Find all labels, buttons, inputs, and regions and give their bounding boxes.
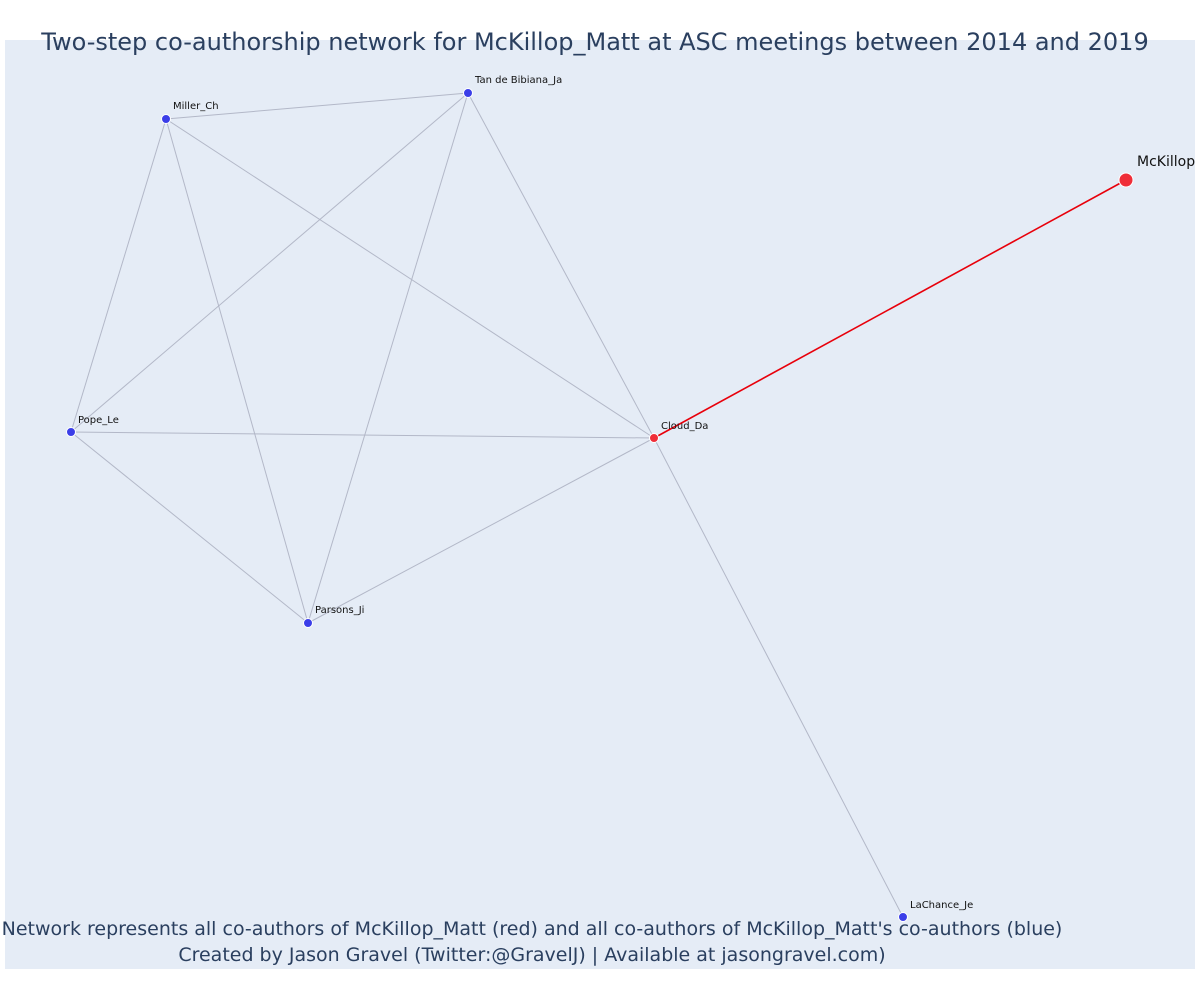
edge-cloud-da-parsons-ji — [307, 437, 655, 624]
node-mckillop-matt[interactable] — [1118, 172, 1134, 188]
edge-cloud-da-miller-ch — [165, 118, 655, 439]
node-label-miller-ch: Miller_Ch — [173, 101, 219, 112]
node-label-parsons-ji: Parsons_Ji — [315, 605, 364, 616]
edge-cloud-da-pope-le — [70, 431, 655, 439]
node-label-cloud-da: Cloud_Da — [661, 421, 708, 432]
caption-line-1: Network represents all co-authors of McK… — [1, 918, 1063, 940]
edge-miller-ch-pope-le — [70, 118, 167, 433]
node-tan-de-bibiana-ja[interactable] — [463, 88, 473, 98]
edge-cloud-da-tan-de-bibiana-ja — [467, 92, 655, 439]
edge-tan-de-bibiana-ja-parsons-ji — [307, 92, 469, 624]
edge-cloud-da-lachance-je — [653, 437, 904, 918]
node-label-mckillop-matt: McKillop — [1137, 154, 1195, 170]
node-parsons-ji[interactable] — [303, 618, 313, 628]
edge-mckillop-matt-cloud-da — [653, 179, 1127, 439]
node-pope-le[interactable] — [66, 427, 76, 437]
node-label-lachance-je: LaChance_Je — [910, 900, 973, 911]
edges-layer — [70, 92, 1127, 918]
edge-miller-ch-parsons-ji — [165, 118, 309, 624]
edge-pope-le-parsons-ji — [70, 431, 309, 624]
node-label-tan-de-bibiana-ja: Tan de Bibiana_Ja — [474, 75, 562, 86]
nodes-layer — [66, 88, 1134, 922]
node-cloud-da[interactable] — [649, 433, 659, 443]
node-lachance-je[interactable] — [898, 912, 908, 922]
edge-miller-ch-tan-de-bibiana-ja — [165, 92, 469, 120]
node-miller-ch[interactable] — [161, 114, 171, 124]
edge-tan-de-bibiana-ja-pope-le — [70, 92, 469, 433]
caption-line-2: Created by Jason Gravel (Twitter:@Gravel… — [178, 944, 886, 966]
plot-area — [5, 40, 1195, 969]
node-label-pope-le: Pope_Le — [78, 415, 119, 426]
chart-title: Two-step co-authorship network for McKil… — [41, 28, 1149, 56]
